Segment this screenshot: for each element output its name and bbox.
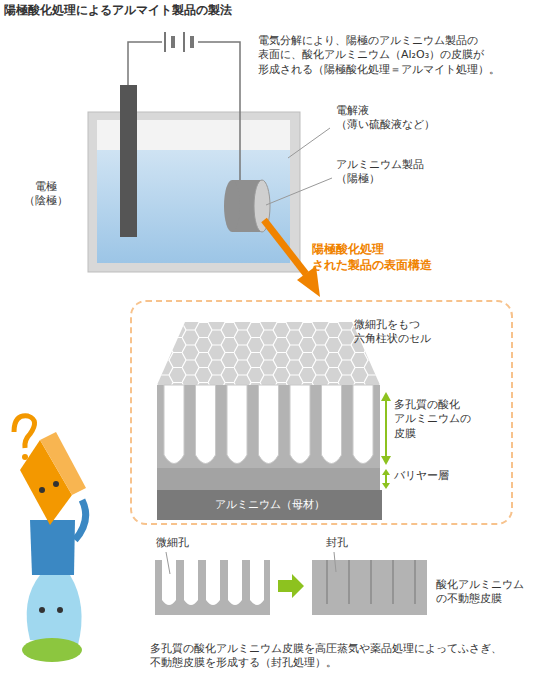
- leader-line: [266, 178, 332, 205]
- barrier-layer: [157, 468, 380, 490]
- sealed-pore: [370, 560, 372, 604]
- pore: [196, 385, 216, 464]
- text-line: 電極: [24, 180, 68, 194]
- pore-panel: [155, 560, 270, 615]
- callout-label: アルミニウム製品 （陽極）: [336, 158, 424, 187]
- mascot: [14, 416, 86, 662]
- text-line: 電気分解により、陽極のアルミニウム製品の: [258, 34, 500, 48]
- text-line: 微細孔をもつ: [354, 318, 431, 332]
- cathode-electrode: [120, 85, 137, 237]
- callout-label: 酸化アルミニウム の不動態皮膜: [436, 578, 524, 607]
- node-text: バリヤー層: [394, 469, 449, 483]
- text-line: 不動態皮膜を形成する（封孔処理）。: [150, 656, 502, 670]
- pore: [227, 385, 247, 464]
- pore: [250, 560, 264, 605]
- text-line: 封孔: [326, 536, 348, 550]
- pore: [322, 385, 342, 464]
- text-line: 多孔質の酸化アルミニウム皮膜を高圧蒸気や薬品処理によってふさぎ、: [150, 642, 502, 656]
- text-line: 皮膜: [394, 427, 471, 441]
- section-label: 陽極酸化処理 された製品の表面構造: [312, 242, 432, 273]
- wire: [128, 42, 240, 180]
- callout-label: 微細孔: [156, 536, 189, 550]
- pore: [259, 385, 279, 464]
- leader-line: [334, 552, 336, 572]
- pore: [164, 385, 184, 464]
- text-line: 多孔質の酸化: [394, 398, 471, 412]
- annotation: 電気分解により、陽極のアルミニウム製品の 表面に、酸化アルミニウム（Al₂O₃）…: [258, 34, 500, 77]
- text-line: 微細孔: [156, 536, 189, 550]
- text-line: バリヤー層: [394, 469, 449, 483]
- callout-label: 電極 （陰極）: [24, 180, 68, 209]
- node-text: 微細孔をもつ 六角柱状のセル: [354, 318, 431, 347]
- process-arrow: [278, 574, 304, 598]
- callout-label: 封孔: [326, 536, 348, 550]
- text-line: 陽極酸化処理: [312, 242, 432, 258]
- text-line: された製品の表面構造: [312, 258, 432, 274]
- text-line: 酸化アルミニウム: [436, 578, 524, 592]
- text-line: （薄い硫酸液など）: [336, 118, 435, 132]
- leader-line: [288, 128, 330, 158]
- pore: [184, 560, 198, 605]
- node-text: アルミニウム（母材）: [215, 498, 325, 512]
- porous-film: [157, 385, 380, 490]
- pore: [228, 560, 242, 605]
- callout-label: 電解液 （薄い硫酸液など）: [336, 104, 435, 133]
- text-line: 六角柱状のセル: [354, 332, 431, 346]
- sealed-panel: [312, 560, 427, 615]
- text-line: アルミニウムの: [394, 412, 471, 426]
- sealed-pore: [326, 560, 328, 604]
- pore: [353, 385, 373, 464]
- thickness-arrow: [381, 392, 391, 489]
- text-line: の不動態皮膜: [436, 592, 524, 606]
- text-line: 形成される（陽極酸化処理＝アルマイト処理）。: [258, 63, 500, 77]
- title: 陽極酸化処理によるアルマイト製品の製法: [4, 3, 232, 19]
- battery-symbol: [165, 32, 192, 52]
- pore: [206, 560, 220, 605]
- base-metal-band: アルミニウム（母材）: [157, 490, 382, 520]
- text-line: アルミニウム製品: [336, 158, 424, 172]
- text-line: 表面に、酸化アルミニウム（Al₂O₃）の皮膜が: [258, 48, 500, 62]
- node-text: 多孔質の酸化 アルミニウムの 皮膜: [394, 398, 471, 441]
- text-line: 陽極酸化処理によるアルマイト製品の製法: [4, 3, 232, 19]
- pore: [290, 385, 310, 464]
- text-line: （陰極）: [24, 194, 68, 208]
- text-line: 電解液: [336, 104, 435, 118]
- structure-panel: 微細孔をもつ 六角柱状のセル多孔質の酸化 アルミニウムの 皮膜バリヤー層アルミニ…: [130, 300, 513, 525]
- sealed-pore: [392, 560, 394, 604]
- text-line: アルミニウム（母材）: [215, 498, 325, 512]
- caption: 多孔質の酸化アルミニウム皮膜を高圧蒸気や薬品処理によってふさぎ、 不動態皮膜を形…: [150, 642, 502, 671]
- leader-line: [166, 552, 170, 574]
- sealed-pore: [348, 560, 350, 604]
- text-line: （陽極）: [336, 172, 424, 186]
- tank: [88, 112, 300, 272]
- sealed-pore: [414, 560, 416, 604]
- orange-arrow: [264, 220, 306, 274]
- hexagon-top: [157, 322, 380, 385]
